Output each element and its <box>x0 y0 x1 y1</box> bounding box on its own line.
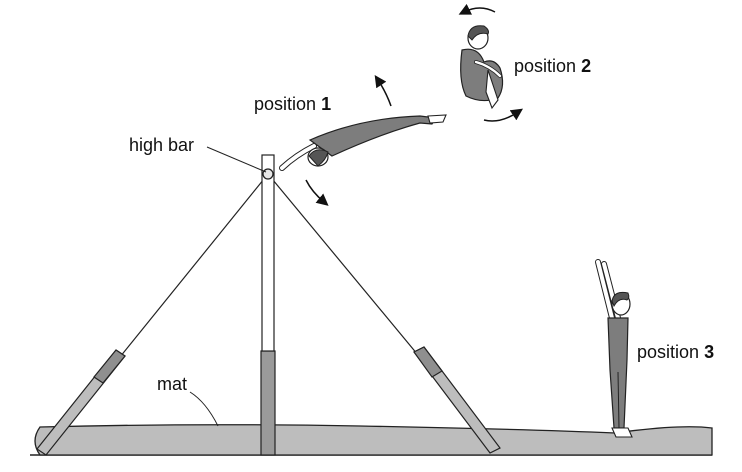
mat <box>34 424 713 456</box>
position-3-number: 3 <box>704 342 714 362</box>
gymnast-position-1 <box>279 114 447 171</box>
bar-upright-lower <box>260 350 276 456</box>
guy-post-right-top <box>413 346 443 378</box>
rotation-arrow-pos1-up <box>374 75 392 107</box>
position-1-label: position 1 <box>254 94 331 114</box>
gymnast-position-3 <box>595 259 633 438</box>
rotation-arrow-pos1-down <box>305 179 329 206</box>
rotation-arrow-pos2-top <box>458 3 496 15</box>
position-3-label: position 3 <box>637 342 714 362</box>
high-bar-leader <box>206 146 267 173</box>
position-2-number: 2 <box>581 56 591 76</box>
rotation-arrow-pos2-bottom <box>483 108 523 122</box>
position-2-label: position 2 <box>514 56 591 76</box>
mat-leader <box>189 391 219 427</box>
guy-post-left-top <box>93 349 126 384</box>
high-bar <box>262 168 274 180</box>
high-bar-label: high bar <box>129 135 194 155</box>
position-1-number: 1 <box>321 94 331 114</box>
guy-wire-left <box>119 173 269 358</box>
gymnast-position-2 <box>460 25 504 110</box>
bar-upright-upper <box>261 154 275 352</box>
mat-label: mat <box>157 374 187 394</box>
guy-wire-right <box>267 173 419 356</box>
